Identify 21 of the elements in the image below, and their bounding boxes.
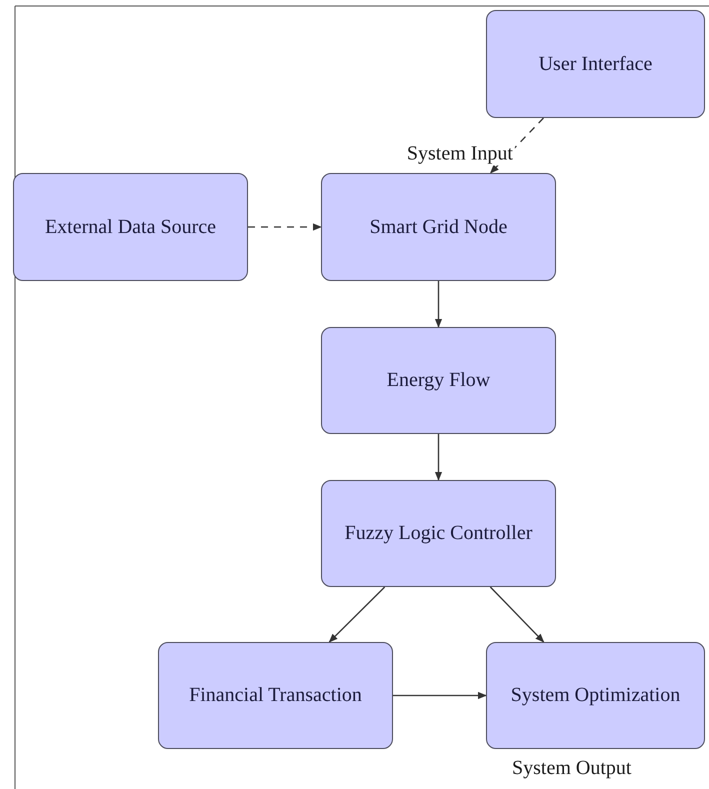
- arrow: [490, 586, 544, 643]
- node-caption: System Output: [512, 757, 632, 780]
- node-label: Fuzzy Logic Controller: [344, 521, 532, 546]
- process-box: [486, 642, 705, 749]
- process-box: [486, 10, 705, 118]
- arrow: [328, 586, 386, 643]
- node-label: User Interface: [538, 52, 652, 76]
- process-box: [13, 173, 248, 281]
- process-box: [321, 173, 556, 281]
- node-label: Smart Grid Node: [370, 214, 508, 240]
- arrow: [393, 692, 487, 700]
- arrow: [434, 434, 442, 481]
- arrow: [434, 281, 442, 328]
- process-box: [158, 642, 393, 749]
- node-label: Financial Transaction: [189, 683, 362, 708]
- arrow: [248, 223, 322, 231]
- process-box: [321, 327, 556, 434]
- node-label: Energy Flow: [386, 368, 490, 393]
- process-box: [321, 480, 556, 587]
- node-label: System Optimization: [510, 683, 680, 708]
- node-label: External Data Source: [44, 214, 216, 240]
